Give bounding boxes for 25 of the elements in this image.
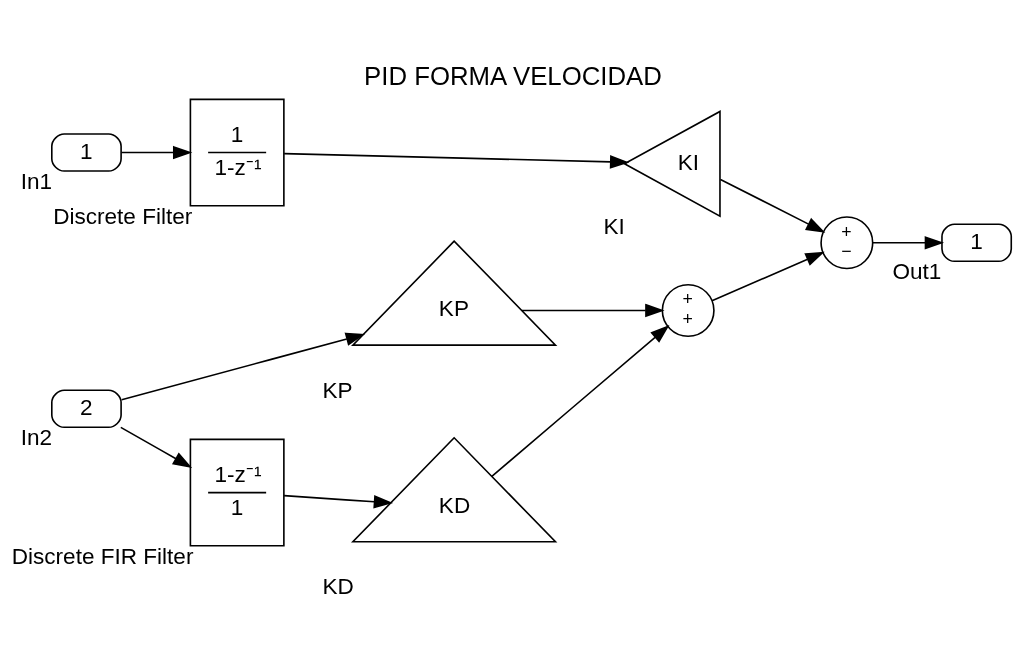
node-box: 1 <box>51 132 122 172</box>
arrow <box>120 332 366 400</box>
arrow <box>719 178 826 233</box>
arrow <box>491 324 670 477</box>
node-box: 1-z⁻¹ 1 <box>189 438 285 547</box>
node-label: In2 <box>20 424 53 450</box>
node-label: Out1 <box>892 258 942 284</box>
node-box: 2 <box>51 388 122 428</box>
diagram-title: PID FORMA VELOCIDAD <box>364 61 662 90</box>
arrow <box>283 494 394 508</box>
arrow <box>120 426 193 468</box>
node-label: In1 <box>20 168 53 194</box>
node-label: KD <box>322 573 354 599</box>
node-label: KI <box>603 213 625 239</box>
node-label: Discrete Filter <box>53 203 193 229</box>
arrow <box>872 235 945 250</box>
arrow <box>120 145 193 159</box>
arrow <box>521 303 665 317</box>
node-box: 1 1-z⁻¹ <box>189 98 285 206</box>
node-circle: + + <box>661 283 715 337</box>
arrow <box>283 152 630 169</box>
node-circle: + − <box>820 215 874 269</box>
arrow <box>711 251 825 302</box>
node-label: KP <box>322 377 353 403</box>
node-box: 1 <box>941 222 1013 262</box>
